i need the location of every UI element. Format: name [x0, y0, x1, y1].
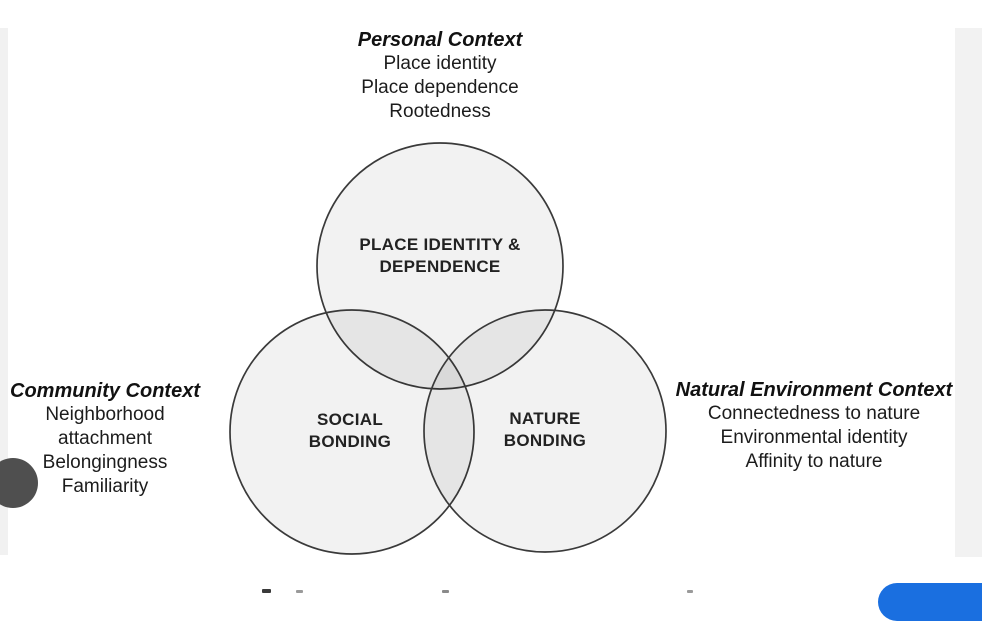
- personal-context-item: Place identity: [383, 53, 497, 74]
- community-context-title: Community Context: [10, 380, 200, 402]
- community-context-item: Belongingness: [42, 452, 168, 473]
- clipped-caption-fragment: [687, 590, 693, 593]
- natural-context-title: Natural Environment Context: [675, 379, 953, 401]
- natural-context-item: Environmental identity: [720, 427, 908, 448]
- community-context-item: Neighborhood attachment: [45, 404, 165, 449]
- personal-context-item: Rootedness: [389, 101, 491, 122]
- natural-context-item: Connectedness to nature: [707, 403, 921, 424]
- personal-context-block: Personal Context Place identity Place de…: [330, 28, 550, 124]
- clipped-caption-fragment: [296, 590, 303, 593]
- community-context-block: Community Context Neighborhood attachmen…: [5, 379, 205, 499]
- viewer-canvas: Personal Context Place identity Place de…: [0, 28, 982, 621]
- clipped-caption-fragment: [442, 590, 449, 593]
- venn-circle-personal: [316, 142, 564, 390]
- right-gutter-scroll-area[interactable]: [955, 28, 982, 557]
- natural-context-block: Natural Environment Context Connectednes…: [673, 378, 955, 474]
- venn-diagram: [229, 142, 667, 555]
- circle-label-nature-bonding: NATURE BONDING: [503, 409, 587, 450]
- clipped-caption-fragment: [262, 589, 271, 593]
- community-context-item: Familiarity: [61, 476, 149, 497]
- venn-circle-nature: [423, 309, 667, 553]
- left-gutter: [0, 28, 8, 555]
- personal-context-item: Place dependence: [361, 77, 519, 98]
- venn-circle-social: [229, 309, 475, 555]
- personal-context-title: Personal Context: [357, 29, 523, 51]
- circle-label-place-identity: PLACE IDENTITY & DEPENDENCE: [359, 235, 521, 276]
- circle-label-social-bonding: SOCIAL BONDING: [308, 410, 392, 451]
- natural-context-item: Affinity to nature: [745, 451, 883, 472]
